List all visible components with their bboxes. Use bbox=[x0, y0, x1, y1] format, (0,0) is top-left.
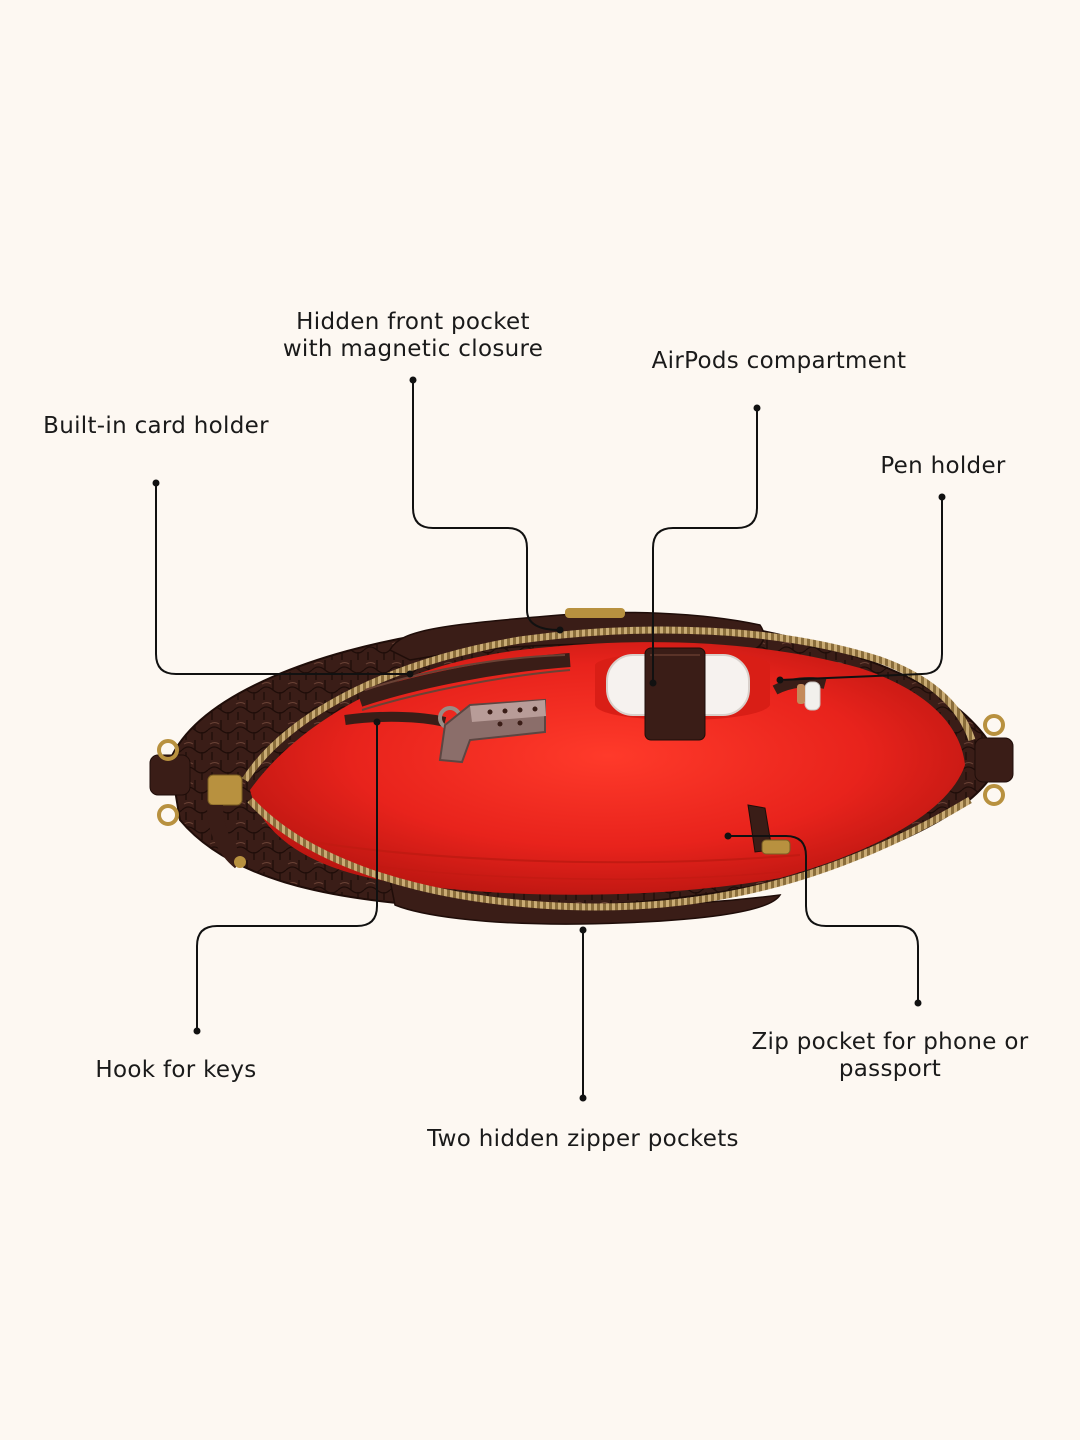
callout-line-hook-for-keys bbox=[196, 722, 378, 1031]
label-hidden-zipper-pockets-text: Two hidden zipper pockets bbox=[427, 1126, 739, 1152]
callout-line-pen-holder bbox=[779, 497, 943, 681]
label-pen-holder: Pen holder bbox=[852, 453, 1034, 480]
label-card-holder-text: Built-in card holder bbox=[43, 413, 269, 439]
key-hook-strap bbox=[344, 711, 447, 727]
label-airpods-text: AirPods compartment bbox=[651, 348, 907, 374]
card-holder bbox=[357, 653, 571, 711]
label-hook-for-keys: Hook for keys bbox=[66, 1057, 286, 1084]
left-hardware bbox=[149, 739, 246, 869]
label-hidden-front-pocket-line1: Hidden front pocket bbox=[296, 309, 530, 335]
label-hidden-zipper-pockets: Two hidden zipper pockets bbox=[373, 1126, 793, 1153]
label-zip-pocket-line2: passport bbox=[838, 1056, 942, 1082]
callout-dots bbox=[152, 376, 946, 1102]
label-hidden-front-pocket: Hidden front pocket with magnetic closur… bbox=[213, 309, 613, 363]
label-airpods-compartment: AirPods compartment bbox=[599, 348, 959, 375]
right-hardware bbox=[974, 714, 1014, 806]
pen-icon bbox=[772, 677, 827, 711]
zipper-bottom bbox=[247, 796, 972, 911]
label-card-holder: Built-in card holder bbox=[10, 413, 302, 440]
zip-pocket-pull bbox=[747, 804, 791, 855]
callout-line-airpods bbox=[652, 408, 758, 683]
callout-line-hidden-front-pocket bbox=[412, 380, 561, 631]
label-zip-pocket: Zip pocket for phone or passport bbox=[709, 1029, 1071, 1083]
bag-body bbox=[149, 608, 1014, 925]
label-zip-pocket-line1: Zip pocket for phone or bbox=[751, 1029, 1029, 1055]
callout-line-zip-pocket bbox=[728, 835, 919, 1003]
callout-line-card-holder bbox=[155, 483, 410, 675]
airpods-case-icon bbox=[595, 647, 770, 741]
key-icon bbox=[438, 698, 546, 764]
label-pen-holder-text: Pen holder bbox=[880, 453, 1006, 479]
label-hidden-front-pocket-line2: with magnetic closure bbox=[282, 336, 544, 362]
callout-lines bbox=[155, 380, 943, 1098]
bag-lining bbox=[250, 642, 965, 895]
zipper-top bbox=[242, 626, 976, 782]
label-hook-for-keys-text: Hook for keys bbox=[95, 1057, 257, 1083]
